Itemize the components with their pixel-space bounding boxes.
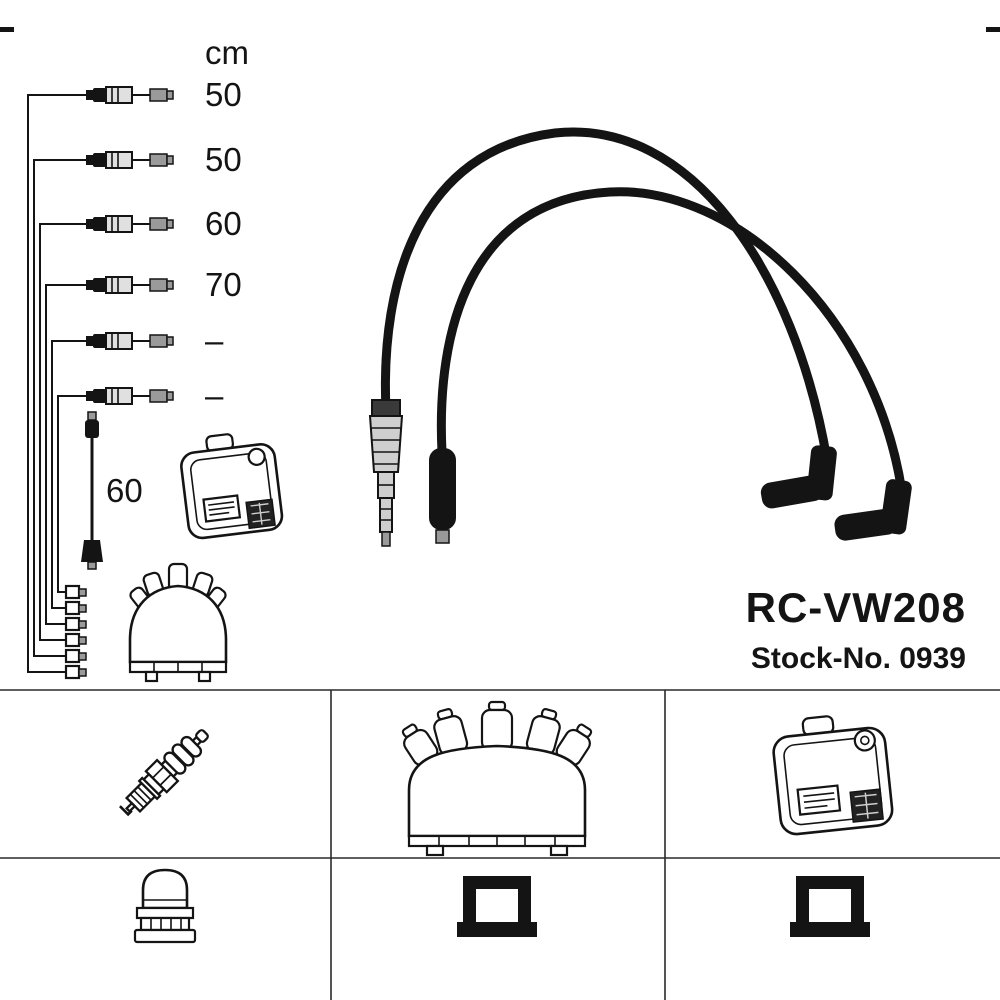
cable-clip-icon	[790, 876, 870, 937]
product-label: RC-VW208 Stock-No. 0939	[746, 584, 966, 675]
straight-boot-connector	[429, 448, 456, 544]
angle-boot-1	[760, 445, 837, 509]
cable-short	[436, 187, 907, 497]
cable-length-row: 70	[86, 266, 242, 303]
ignition-cables-photo	[368, 127, 912, 547]
cable-length-row: –	[86, 377, 224, 414]
product-code: RC-VW208	[746, 584, 966, 631]
ignition-coil-small	[180, 433, 284, 540]
harness-bracket	[27, 94, 87, 680]
terminal-adapter-icon	[133, 868, 197, 944]
coil-wire-symbol: 60	[81, 411, 143, 570]
cap-terminal-stubs	[64, 584, 87, 680]
length-value: 50	[205, 76, 242, 113]
length-value: –	[205, 377, 224, 414]
length-value: –	[205, 322, 224, 359]
stock-number: Stock-No. 0939	[751, 642, 966, 675]
length-table: cm 50	[27, 34, 249, 680]
coil-wire-length: 60	[106, 472, 143, 509]
length-value: 70	[205, 266, 242, 303]
distributor-cap-icon	[401, 700, 593, 857]
length-value: 50	[205, 141, 242, 178]
tapered-connector	[368, 399, 404, 547]
cable-long	[380, 127, 832, 465]
angle-boot-2	[834, 479, 912, 541]
spark-plug-icon	[119, 729, 209, 817]
cable-length-row: 50	[86, 141, 242, 178]
crop-mark-right	[986, 27, 1000, 32]
cable-length-row: 60	[86, 205, 242, 242]
distributor-cap-small	[128, 562, 228, 683]
cable-clip-icon	[457, 876, 537, 937]
unit-label: cm	[205, 34, 249, 71]
parts-grid	[0, 689, 1000, 1000]
ignition-coil-icon	[772, 715, 894, 836]
crop-mark-left	[0, 27, 14, 32]
cable-length-row: 50	[86, 76, 242, 113]
cable-length-row: –	[86, 322, 224, 359]
length-value: 60	[205, 205, 242, 242]
